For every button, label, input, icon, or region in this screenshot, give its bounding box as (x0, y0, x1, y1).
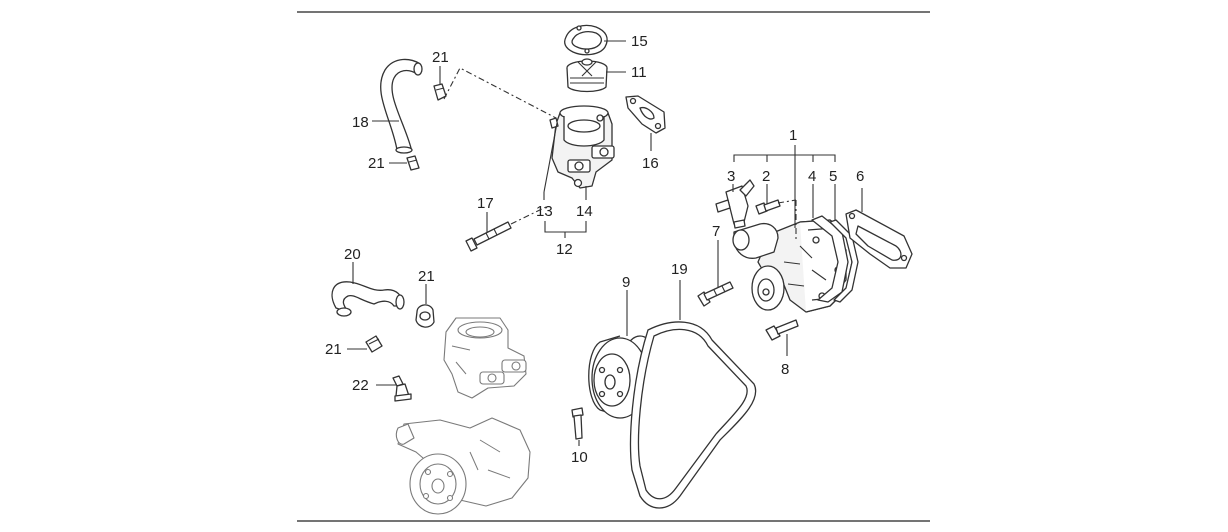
callout-9: 9 (622, 274, 630, 291)
bolt-8 (765, 319, 799, 341)
hose-clip-21b (406, 155, 420, 171)
thermostat-11 (566, 58, 608, 93)
installed-housing-ghost (443, 317, 527, 399)
callout-10: 10 (571, 449, 588, 466)
hose-clip-21d (365, 335, 383, 353)
hose-clip-21a (433, 83, 447, 101)
fitting-22 (392, 375, 412, 402)
callout-21d: 21 (325, 341, 342, 358)
callout-21a: 21 (432, 49, 449, 66)
hose-20 (331, 281, 405, 317)
v-belt-19 (629, 321, 757, 509)
callout-1: 1 (789, 127, 797, 144)
callout-7: 7 (712, 223, 720, 240)
callout-8: 8 (781, 361, 789, 378)
callout-18: 18 (352, 114, 369, 131)
callout-16: 16 (642, 155, 659, 172)
callout-15: 15 (631, 33, 648, 50)
hose-clip-21c (415, 304, 435, 328)
fitting-3 (715, 179, 755, 229)
thermostat-housing-12 (549, 105, 615, 189)
callout-22: 22 (352, 377, 369, 394)
callout-17: 17 (477, 195, 494, 212)
gasket-5 (829, 219, 859, 303)
callout-11: 11 (631, 64, 647, 81)
callout-12: 12 (556, 241, 573, 258)
callout-14: 14 (576, 203, 593, 220)
gasket-16 (625, 95, 666, 134)
callout-6: 6 (856, 168, 864, 185)
callout-20: 20 (344, 246, 361, 263)
bolt-17 (465, 221, 512, 252)
callout-21b: 21 (368, 155, 385, 172)
callout-5: 5 (829, 168, 837, 185)
callout-21c: 21 (418, 268, 435, 285)
bolt-2 (755, 199, 781, 215)
installed-pump-ghost (395, 417, 531, 515)
bolt-10 (571, 407, 584, 440)
callout-2: 2 (762, 168, 770, 185)
gasket-15 (564, 24, 608, 56)
bolt-7 (697, 281, 734, 307)
callout-3: 3 (727, 168, 735, 185)
gasket-6 (845, 209, 913, 269)
bypass-hose-18 (380, 58, 423, 154)
callout-19: 19 (671, 261, 688, 278)
callout-4: 4 (808, 168, 816, 185)
callout-13: 13 (536, 203, 553, 220)
